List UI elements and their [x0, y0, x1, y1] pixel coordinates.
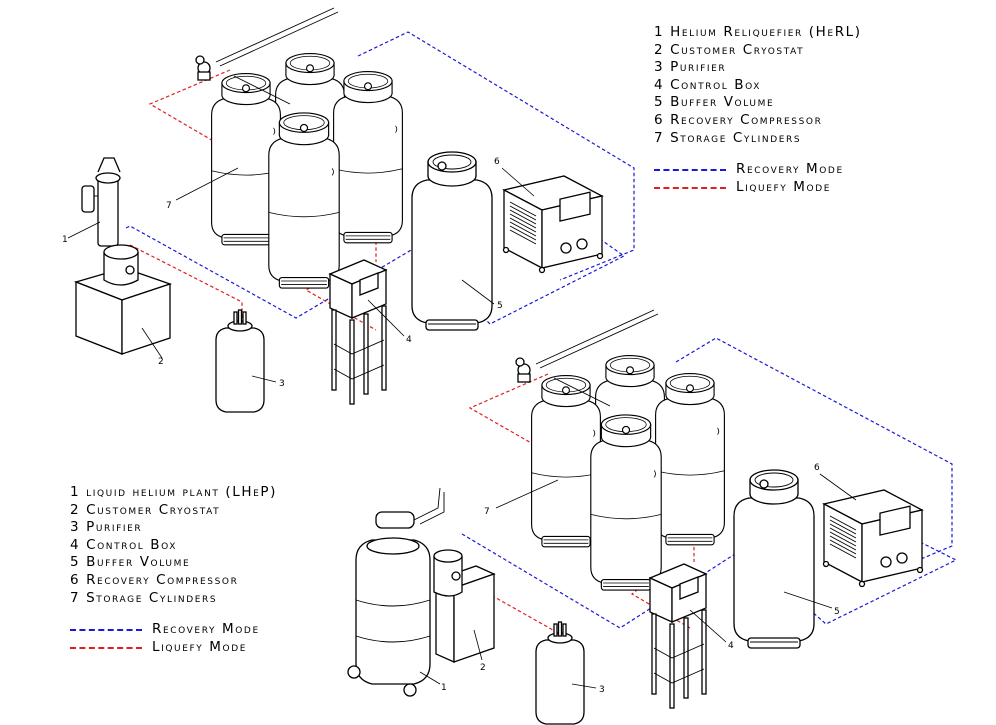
bottom-purifier [535, 621, 585, 725]
top-legend-item: 4 Control Box [654, 76, 761, 93]
bottom-legend-item: 5 Buffer Volume [70, 554, 191, 571]
top-callout-3: 3 [279, 379, 285, 389]
bottom-legend-item: 3 Purifier [70, 519, 143, 536]
bottom-recovery-label: Recovery Mode [152, 621, 260, 638]
top-callout-6: 6 [494, 157, 500, 167]
top-callout-2: 2 [158, 357, 164, 367]
bottom-storage-cylinders [515, 309, 725, 591]
liquefy-line-swatch [654, 186, 726, 189]
top-control-box [329, 259, 387, 405]
bottom-legend-item: 4 Control Box [70, 536, 177, 553]
bottom-liquid-helium-plant [347, 487, 445, 697]
top-legend: 1 Helium Reliquefier (HeRL) 2 Customer C… [654, 24, 862, 196]
recovery-line-swatch [654, 168, 726, 171]
bottom-liquefy-label: Liquefy Mode [152, 638, 248, 655]
bottom-callout-2: 2 [480, 663, 486, 673]
top-legend-item: 7 Storage Cylinders [654, 129, 802, 146]
bottom-callout-7: 7 [484, 507, 490, 517]
top-customer-cryostat [73, 244, 173, 355]
bottom-callout-3: 3 [599, 685, 605, 695]
top-callout-5: 5 [497, 301, 503, 311]
top-callout-1: 1 [62, 235, 68, 245]
bottom-legend-item: 2 Customer Cryostat [70, 501, 221, 518]
top-legend-item: 5 Buffer Volume [654, 94, 775, 111]
bottom-buffer-volume [733, 469, 815, 649]
top-legend-recovery: Recovery Mode [654, 161, 862, 179]
bottom-legend-item: 6 Recovery Compressor [70, 571, 239, 588]
top-purifier [215, 309, 265, 413]
bottom-legend-item: 1 liquid helium plant (LHeP) [70, 484, 278, 500]
bottom-legend-recovery: Recovery Mode [70, 621, 277, 639]
top-legend-item: 1 Helium Reliquefier (HeRL) [654, 24, 862, 40]
top-liquefy-label: Liquefy Mode [736, 178, 832, 195]
top-legend-item: 2 Customer Cryostat [654, 41, 805, 58]
top-buffer-volume [411, 151, 493, 331]
bottom-customer-cryostat [433, 549, 496, 664]
bottom-callout-1: 1 [441, 683, 447, 693]
bottom-callout-5: 5 [834, 607, 840, 617]
bottom-callout-4: 4 [728, 641, 734, 651]
top-system: 1 2 3 4 5 6 7 [62, 7, 635, 413]
bottom-system: 1 2 3 4 5 6 7 [347, 309, 958, 725]
top-callout-7: 7 [166, 201, 172, 211]
top-recovery-compressor [502, 175, 604, 274]
bottom-legend-liquefy: Liquefy Mode [70, 639, 277, 657]
top-legend-item: 6 Recovery Compressor [654, 111, 823, 128]
top-legend-liquefy: Liquefy Mode [654, 179, 862, 197]
top-recovery-label: Recovery Mode [736, 161, 844, 178]
top-callout-4: 4 [406, 335, 412, 345]
bottom-legend: 1 liquid helium plant (LHeP) 2 Customer … [70, 484, 277, 656]
top-legend-item: 3 Purifier [654, 59, 727, 76]
bottom-recovery-compressor [822, 489, 924, 588]
recovery-line-swatch [70, 628, 142, 631]
top-storage-cylinders [195, 7, 403, 289]
bottom-control-box [649, 563, 707, 709]
bottom-legend-item: 7 Storage Cylinders [70, 589, 218, 606]
bottom-callout-6: 6 [814, 463, 820, 473]
top-helium-reliquefier [81, 157, 121, 249]
liquefy-line-swatch [70, 646, 142, 649]
